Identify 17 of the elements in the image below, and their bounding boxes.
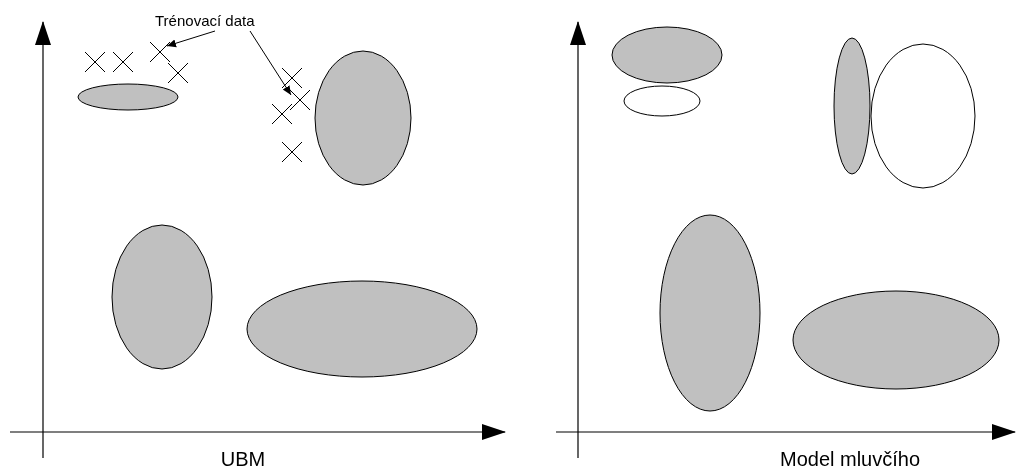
cluster-ellipse — [611, 26, 723, 84]
cluster-ellipse — [246, 280, 478, 378]
panel-caption: UBM — [220, 448, 266, 471]
cluster-ellipse — [792, 290, 1000, 390]
cluster-ellipse — [77, 83, 179, 111]
leader-arrow — [249, 30, 292, 96]
annotation-text: Trénovací data — [155, 12, 255, 29]
cluster-ellipse — [623, 85, 701, 117]
cluster-ellipse — [659, 214, 761, 412]
cross-mark — [271, 67, 311, 163]
panel-caption: Model mluvčího — [779, 448, 921, 471]
cluster-ellipse — [870, 43, 976, 189]
leader-arrow — [166, 30, 216, 48]
cross-mark — [149, 41, 171, 63]
cluster-ellipse — [111, 224, 213, 370]
cluster-ellipse — [833, 37, 871, 175]
cluster-ellipse — [314, 50, 412, 186]
